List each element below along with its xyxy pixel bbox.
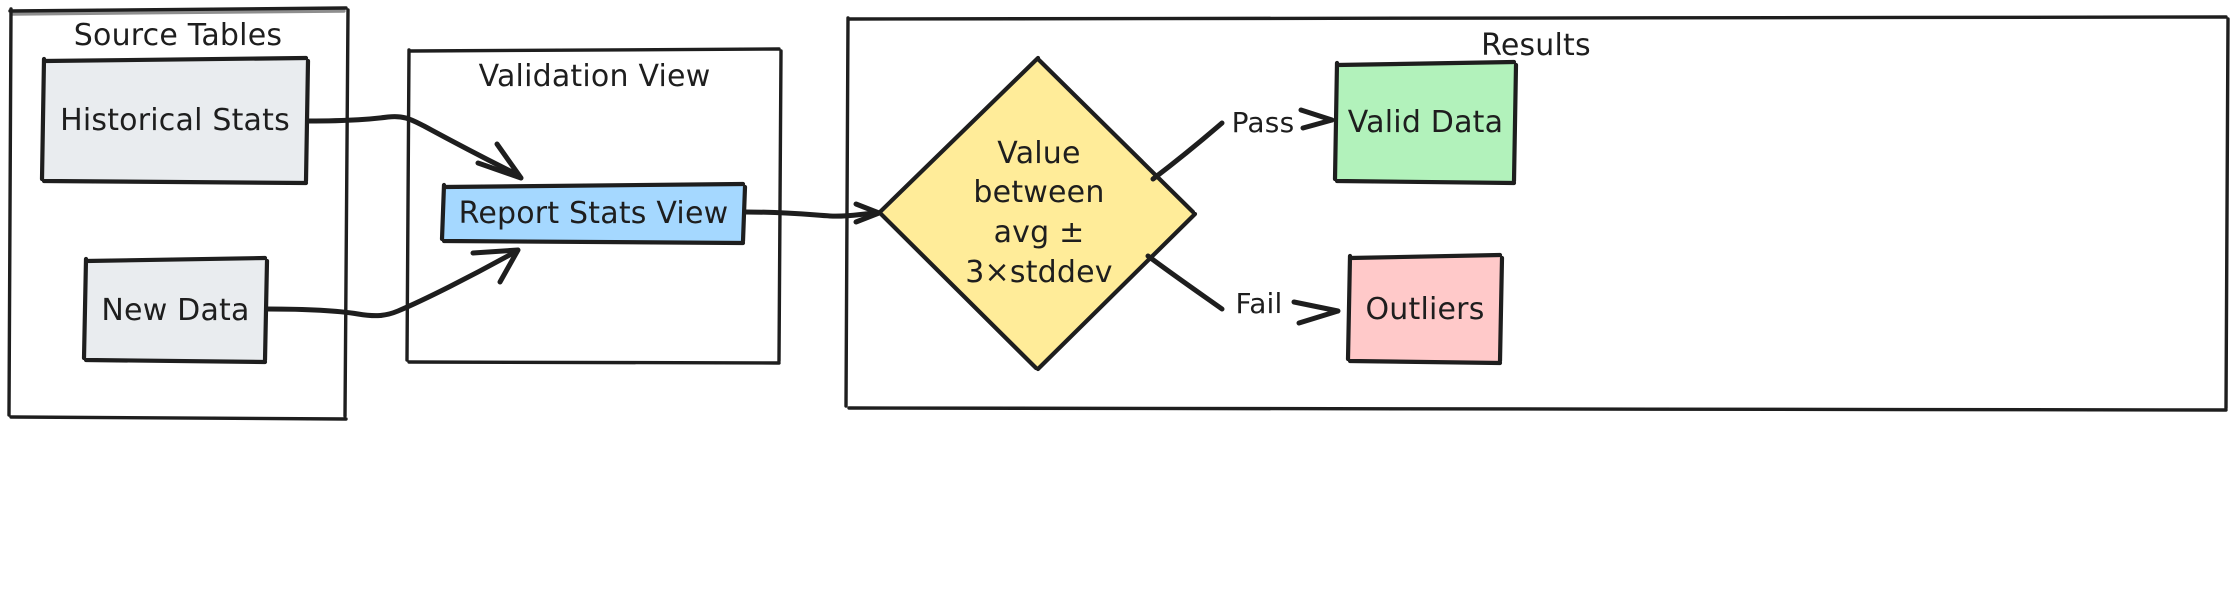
edge-historical-to-report: [305, 114, 524, 181]
edge-decision-fail: [1145, 253, 1341, 326]
edge-decision-pass: [1150, 107, 1335, 182]
group-validation-view: [405, 47, 783, 365]
node-report-stats-view: [439, 181, 748, 246]
node-outliers: [1345, 252, 1505, 366]
node-valid-data: [1332, 59, 1519, 186]
edge-newdata-to-report: [264, 247, 521, 319]
group-source-tables: [7, 6, 350, 421]
group-results: [844, 15, 2230, 412]
node-historical-stats: [39, 55, 311, 186]
node-decision-diamond: [877, 55, 1198, 372]
edge-report-to-decision: [742, 201, 882, 225]
node-new-data: [81, 255, 270, 365]
